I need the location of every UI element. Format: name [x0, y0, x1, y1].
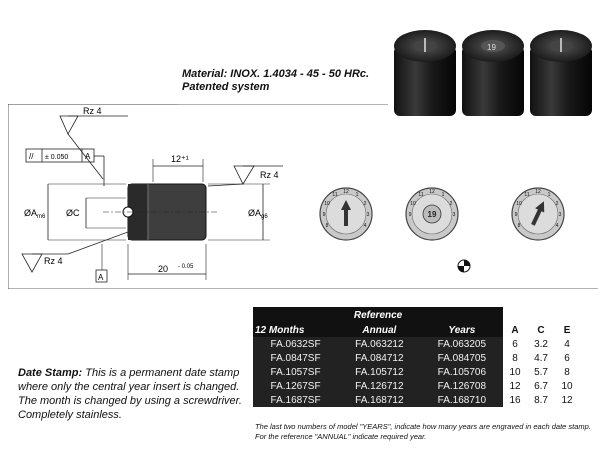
dial-number: 11: [332, 192, 337, 198]
dial-number: 2: [556, 201, 559, 207]
cell-e: 4: [555, 337, 579, 351]
rz-right-label: Rz 4: [260, 170, 279, 180]
cell-c: 6.7: [526, 379, 556, 393]
cell-e: 8: [555, 365, 579, 379]
dim-oa-g6: ØAg6: [248, 208, 268, 220]
dial-number: 9: [515, 212, 518, 218]
col-e: E: [555, 323, 579, 337]
dim-oa-m6: ØAm6: [24, 208, 46, 220]
tolerance-symbol: //: [29, 152, 34, 161]
tolerance-ref: A: [85, 152, 91, 161]
cell-years: FA.063205: [420, 337, 504, 351]
dial-number: 4: [364, 223, 367, 229]
patent-line: Patented system: [182, 81, 270, 93]
cell-12-months: FA.1267SF: [253, 379, 339, 393]
dial-number: 10: [410, 201, 416, 207]
cell-annual: FA.126712: [338, 379, 421, 393]
dial-number: 12: [535, 189, 541, 195]
cell-a: 8: [503, 351, 527, 365]
dial-annual: 19 12 1 2 3 9 10 11: [405, 187, 459, 241]
cell-e: 12: [555, 393, 579, 407]
stamp-photo-2: 19: [462, 30, 524, 116]
tolerance-value: ± 0.050: [45, 154, 68, 161]
cell-annual: FA.105712: [338, 365, 421, 379]
cell-a: 10: [503, 365, 527, 379]
dial-number: 10: [516, 201, 522, 207]
dial-number: 3: [453, 212, 456, 218]
dial-number: 12: [343, 189, 349, 195]
svg-text:19: 19: [487, 43, 496, 52]
dial-years: 12 1 2 3 4 8 9 10 11: [511, 187, 565, 241]
dial-number: 2: [364, 201, 367, 207]
cell-12-months: FA.1057SF: [253, 365, 339, 379]
cell-years: FA.168710: [420, 393, 504, 407]
cell-e: 6: [555, 351, 579, 365]
dial-number: 9: [409, 212, 412, 218]
technical-drawing: Rz 4 // ± 0.050 A 12⁺¹ Rz 4 ØAm6 ØC ØAg6…: [8, 104, 598, 289]
table-row: FA.1057SF FA.105712 FA.105706 10 5.7 8: [253, 365, 579, 379]
dial-number: 1: [442, 192, 445, 198]
col-annual: Annual: [338, 323, 421, 337]
description-body: This is a permanent date stamp where onl…: [18, 367, 242, 421]
cell-annual: FA.168712: [338, 393, 421, 407]
material-line: Material: INOX. 1.4034 - 45 - 50 HRc.: [182, 68, 370, 80]
dial-number: 9: [323, 212, 326, 218]
dial-number: 11: [524, 192, 529, 198]
table-row: FA.0847SF FA.084712 FA.084705 8 4.7 6: [253, 351, 579, 365]
target-symbol: [457, 259, 471, 273]
cell-years: FA.105706: [420, 365, 504, 379]
product-description: Date Stamp: This is a permanent date sta…: [18, 366, 248, 422]
col-years: Years: [420, 323, 504, 337]
cell-12-months: FA.0632SF: [253, 337, 339, 351]
cell-c: 3.2: [526, 337, 556, 351]
cell-c: 5.7: [526, 365, 556, 379]
description-title: Date Stamp:: [18, 367, 83, 379]
dial-number: 1: [548, 192, 551, 198]
cell-c: 4.7: [526, 351, 556, 365]
dial-number: 11: [418, 192, 423, 198]
dial-number: 3: [367, 212, 370, 218]
dim-20-tol: - 0.05: [178, 264, 194, 270]
dial-12-months: 12 1 2 3 4 8 9 10 11: [319, 187, 373, 241]
col-12-months: 12 Months: [253, 323, 339, 337]
stamp-photo-1: [394, 30, 456, 116]
dial-number: 2: [450, 201, 453, 207]
material-info: Material: INOX. 1.4034 - 45 - 50 HRc. Pa…: [182, 68, 369, 94]
dial-number: 12: [429, 189, 435, 195]
reference-header: Reference: [253, 307, 504, 323]
dim-12: 12⁺¹: [171, 154, 189, 164]
table-row: FA.1687SF FA.168712 FA.168710 16 8.7 12: [253, 393, 579, 407]
dial-year: 19: [428, 210, 437, 219]
cell-a: 6: [503, 337, 527, 351]
dial-number: 10: [324, 201, 330, 207]
cell-annual: FA.063212: [338, 337, 421, 351]
datum-a: A: [98, 273, 104, 282]
rz-left-label: Rz 4: [44, 256, 63, 266]
cell-a: 12: [503, 379, 527, 393]
rz-top-label: Rz 4: [83, 106, 102, 116]
cell-a: 16: [503, 393, 527, 407]
dial-number: 1: [356, 192, 359, 198]
dim-oc: ØC: [66, 208, 80, 218]
stamp-photos: 19: [394, 30, 592, 116]
cell-years: FA.084705: [420, 351, 504, 365]
table-row: FA.1267SF FA.126712 FA.126708 12 6.7 10: [253, 379, 579, 393]
table-footnote: The last two numbers of model "YEARS", i…: [255, 422, 591, 441]
cell-years: FA.126708: [420, 379, 504, 393]
cell-c: 8.7: [526, 393, 556, 407]
dial-number: 8: [326, 223, 329, 229]
col-c: C: [526, 323, 556, 337]
cell-12-months: FA.1687SF: [253, 393, 339, 407]
dial-number: 3: [559, 212, 562, 218]
cell-12-months: FA.0847SF: [253, 351, 339, 365]
reference-table: Reference 12 Months Annual Years A C E F…: [253, 307, 579, 407]
stamp-photo-3: [530, 30, 592, 116]
table-row: FA.0632SF FA.063212 FA.063205 6 3.2 4: [253, 337, 579, 351]
col-a: A: [503, 323, 527, 337]
cell-annual: FA.084712: [338, 351, 421, 365]
dial-number: 4: [556, 223, 559, 229]
cell-e: 10: [555, 379, 579, 393]
dim-20: 20: [158, 264, 168, 274]
dial-number: 8: [518, 223, 521, 229]
